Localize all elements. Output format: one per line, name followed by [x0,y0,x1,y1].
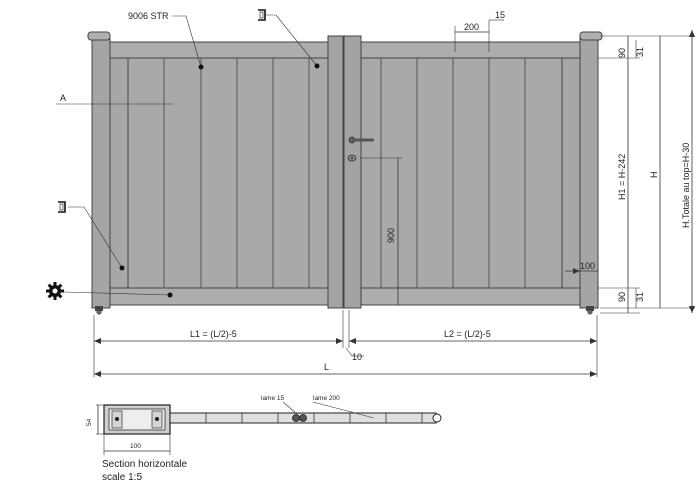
left-foot-bolt [96,309,102,315]
section-title: Section horizontale [102,459,187,470]
handle-height-label: 900 [386,228,396,243]
left-post-cap [87,31,111,41]
u-profile-icon [258,9,266,21]
center-stile-right [343,35,362,309]
l2-label: L2 = (L/2)-5 [444,329,491,339]
right-foot-bolt [587,309,593,315]
gate-assembly [87,31,603,315]
left-leaf-top-rail [109,41,329,59]
section-height-label: 54 [86,418,93,426]
top-dimensions: 200 15 [454,10,505,52]
infill-label: A [60,93,66,103]
top-rail-b-label: 31 [635,47,645,57]
left-leaf-stile [109,57,129,289]
h1-label: H1 = H-242 [617,154,627,200]
callouts: 9006 STR A [46,9,320,300]
right-leaf-top-rail [360,41,581,59]
right-hinge-foot [586,306,594,311]
left-leaf [109,41,329,306]
color-code-label: 9006 STR [128,11,169,21]
center-gap-label: 10 [352,352,362,362]
bottom-rail-b-label: 31 [635,292,645,302]
lame-width-label: 200 [464,22,479,32]
left-post [91,35,111,309]
right-post-cap [579,31,603,41]
left-leaf-bottom-rail [109,287,329,306]
u-profile-icon-left [58,201,66,213]
gap-label: 15 [495,10,505,20]
right-leaf-slats [380,58,526,288]
left-leaf-slats [163,58,310,288]
bottom-dimensions: L1 = (L/2)-5 L2 = (L/2)-5 10 L [93,310,598,377]
right-dimensions: 90 31 H1 = H-242 H H.Totale au top=H-30 … [598,30,695,314]
right-leaf-bottom-rail [360,287,581,306]
top-rail-a-label: 90 [617,48,627,58]
left-hinge-foot [95,306,103,311]
l1-label: L1 = (L/2)-5 [190,329,237,339]
section-width-label: 100 [130,443,141,450]
post-width-label: 100 [580,261,595,271]
overall-width-label: L [324,362,329,372]
handle-icon [347,136,374,162]
lame200-label: lame 200 [313,395,340,402]
gear-icon [46,282,64,300]
inner-dimensions: 900 100 [360,157,598,305]
right-leaf [360,41,581,306]
h-total-label: H.Totale au top=H-30 [681,143,691,228]
right-leaf-stile [561,57,581,289]
horizontal-section: lame 15 lame 200 54 100 Section horizont… [86,395,442,483]
section-scale: scale 1:5 [102,472,142,483]
h-label: H [649,172,659,179]
lame15-label: lame 15 [261,395,285,402]
center-stile-left [327,35,344,309]
bottom-rail-a-label: 90 [617,292,627,302]
